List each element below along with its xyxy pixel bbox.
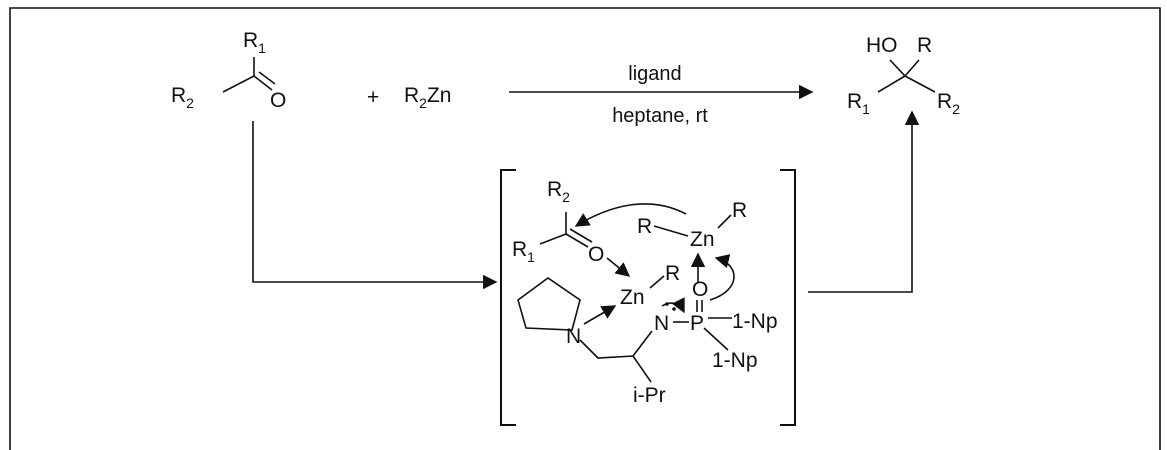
- ts-bond-r-zn: [653, 225, 689, 237]
- ts-lower-zinc: Zn: [620, 286, 645, 309]
- ketone-oxygen: O: [270, 89, 286, 112]
- figure-frame: [9, 7, 1161, 450]
- ts-bond-c-o: [565, 233, 589, 248]
- product-hydroxyl: HO: [866, 34, 898, 57]
- bond-c-r1: [877, 75, 906, 93]
- bond-c-r: [904, 59, 920, 77]
- bond-c-o: [253, 75, 273, 91]
- ts-naphthyl-1: 1-Np: [732, 310, 778, 333]
- ts-bond-p-np2: [703, 327, 729, 351]
- alcohol-product: HO R R1 R2: [847, 34, 960, 117]
- right-bracket: [780, 169, 796, 426]
- coord-arrow-n-to-zn: [583, 305, 617, 325]
- ts-amide-nitrogen: N: [654, 312, 669, 335]
- arrow-to-transition-state: [252, 121, 498, 290]
- ts-lower-zinc-R: R: [665, 262, 680, 285]
- ts-chain: [579, 330, 653, 359]
- bond-c-oh: [889, 59, 906, 77]
- product-R: R: [917, 34, 932, 57]
- product-R1: R1: [847, 90, 870, 117]
- ts-ketone-R2: R2: [547, 178, 570, 205]
- ts-zinc-left-R: R: [637, 215, 652, 238]
- coord-arrow-o-to-zn: [606, 257, 631, 277]
- ts-naphthyl-2: 1-Np: [712, 349, 758, 372]
- ts-zinc-right-R: R: [732, 199, 747, 222]
- curved-arrow-lone-pair: [661, 297, 685, 314]
- product-R2: R2: [937, 90, 960, 117]
- ketone-R1: R1: [243, 29, 266, 56]
- ts-isopropyl: i-Pr: [633, 384, 666, 407]
- ts-ketone-R1: R1: [512, 238, 535, 265]
- dialkylzinc-reagent: R2Zn: [404, 84, 451, 111]
- ts-pyrrolidine-nitrogen: N: [566, 325, 581, 348]
- ts-phosphoryl-oxygen: O: [692, 278, 708, 301]
- ts-upper-zinc: Zn: [690, 228, 715, 251]
- ts-bond-c-r1: [539, 233, 567, 245]
- ts-bond-c-o-double: [569, 228, 593, 243]
- condition-ligand: ligand: [628, 63, 681, 85]
- bond-c-r2: [222, 75, 255, 93]
- ketone-reactant: R1 R2 O: [171, 29, 286, 112]
- curved-arrow-alkyl-transfer: [574, 203, 687, 227]
- lone-pair-dot: [672, 307, 676, 311]
- ts-bond-zn-r: [717, 214, 732, 229]
- left-bracket: [500, 169, 516, 426]
- plus-sign: +: [367, 86, 379, 109]
- ketone-R2: R2: [171, 84, 194, 111]
- ts-ketone-oxygen: O: [588, 243, 604, 266]
- transition-state: R2 R1 O R Zn R Zn R N N P O 1-Np 1-Np i: [512, 178, 778, 407]
- bond-c-r2: [904, 75, 936, 93]
- condition-solvent-temperature: heptane, rt: [612, 105, 708, 127]
- bond-c-o-double: [258, 71, 276, 85]
- arrow-to-product: [808, 110, 920, 293]
- pyrrolidine-ring: [517, 277, 581, 331]
- ts-phosphorus: P: [690, 312, 704, 335]
- curved-arrow-phosphoryl: [709, 254, 735, 301]
- ts-bond-ipr: [632, 355, 652, 383]
- ts-bond-zn-r-lower: [649, 275, 665, 289]
